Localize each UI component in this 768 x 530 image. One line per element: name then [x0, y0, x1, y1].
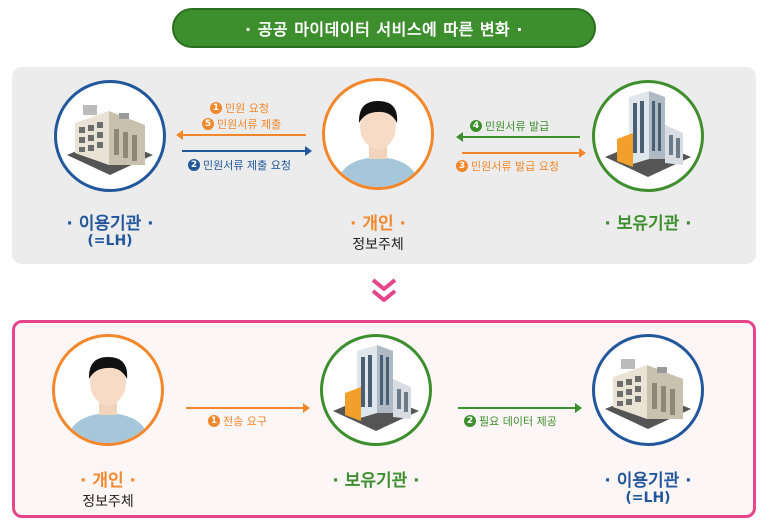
step-5-submit: 5 민원서류 제출	[202, 116, 281, 132]
step-2-provide-data: 2 필요 데이터 제공	[464, 413, 557, 429]
using-agency-building-icon	[592, 334, 704, 446]
step-text: 필요 데이터 제공	[479, 415, 557, 428]
individual-sub: 정보주체	[82, 494, 134, 510]
arrow-right-orange	[462, 148, 586, 158]
step-text: 전송 요구	[223, 415, 267, 428]
step-number: 1	[210, 102, 222, 114]
holding-agency-building-icon	[592, 80, 704, 192]
step-1-transfer-request: 1 전송 요구	[208, 413, 267, 429]
holding-agency-label: · 보유기관 ·	[332, 471, 420, 491]
step-text: 민원서류 발급 요청	[471, 160, 559, 173]
individual-label: · 개인 ·	[349, 214, 407, 234]
holding-agency-label: · 보유기관 ·	[604, 214, 692, 234]
step-text: 민원서류 발급	[485, 120, 550, 133]
individual-sub: 정보주체	[352, 237, 404, 253]
step-4-issue: 4 민원서류 발급	[470, 118, 549, 134]
step-number: 2	[464, 415, 476, 427]
step-number: 5	[202, 118, 214, 130]
individual-person-icon	[52, 334, 164, 446]
step-2-submit-request: 2 민원서류 제출 요청	[188, 157, 291, 173]
arrow-right-blue	[182, 146, 312, 156]
step-number: 3	[456, 160, 468, 172]
step-number: 1	[208, 415, 220, 427]
arrow-left-orange	[176, 130, 306, 140]
individual-label: · 개인 ·	[79, 471, 137, 491]
chevron-down-icon	[371, 278, 397, 302]
using-agency-label: · 이용기관 ·	[66, 214, 154, 234]
step-number: 2	[188, 159, 200, 171]
step-1-request: 1 민원 요청	[210, 100, 269, 116]
arrow-right-green	[458, 403, 582, 413]
step-number: 4	[470, 120, 482, 132]
step-text: 민원서류 제출	[217, 118, 282, 131]
individual-person-icon	[322, 78, 434, 190]
step-text: 민원서류 제출 요청	[203, 159, 291, 172]
page-title: · 공공 마이데이터 서비스에 따른 변화 ·	[172, 8, 596, 48]
step-3-issue-request: 3 민원서류 발급 요청	[456, 158, 559, 174]
using-agency-label: · 이용기관 ·	[604, 471, 692, 491]
using-agency-sub: (=LH)	[625, 490, 671, 506]
arrow-right-orange	[186, 403, 310, 413]
step-text: 민원 요청	[225, 102, 269, 115]
holding-agency-building-icon	[320, 334, 432, 446]
using-agency-building-icon	[54, 80, 166, 192]
using-agency-sub: (=LH)	[87, 233, 133, 249]
arrow-left-green	[456, 132, 580, 142]
